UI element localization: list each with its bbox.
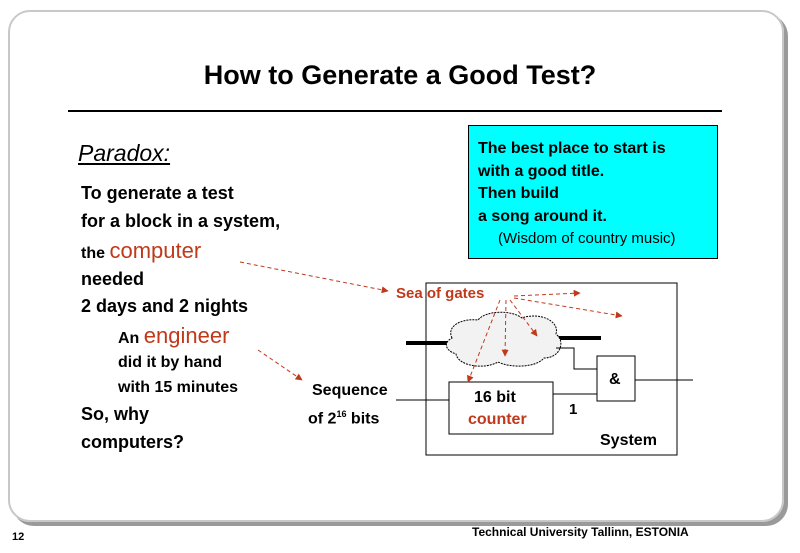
text-engineer: engineer xyxy=(143,323,230,348)
wire-cloud-to-and xyxy=(556,347,597,370)
arrow-computer-to-sea xyxy=(239,261,389,294)
arrow-engineer-to-sequence xyxy=(257,349,303,381)
label-sea-of-gates: Sea of gates xyxy=(396,285,485,302)
text-line-2: for a block in a system, xyxy=(81,211,281,231)
arrow-sea-to-counter xyxy=(467,299,501,383)
arrow-sea-to-cloud-b xyxy=(509,299,538,337)
counter-box xyxy=(448,381,554,435)
quote-box: The best place to start is with a good t… xyxy=(468,125,718,259)
label-sequence-suffix: bits xyxy=(346,410,380,428)
text-an: An xyxy=(118,330,144,347)
sea-of-gates-cloud xyxy=(446,311,562,367)
label-sequence-prefix: of 2 xyxy=(308,410,337,428)
quote-line-3: Then build xyxy=(478,185,559,202)
label-sequence: Sequence xyxy=(312,382,388,399)
label-and-gate: & xyxy=(609,371,621,388)
text-line-7: did it by hand xyxy=(118,354,222,371)
quote-line-1: The best place to start is xyxy=(478,140,666,157)
text-line-3: the computer xyxy=(81,238,201,264)
text-the: the xyxy=(81,245,110,262)
quote-line-2: with a good title. xyxy=(478,162,605,180)
quote-line-4: a song around it. xyxy=(478,207,607,225)
title-divider xyxy=(68,110,722,112)
arrow-sea-right-down xyxy=(513,297,623,319)
text-line-4: needed xyxy=(81,269,145,289)
text-line-10: computers? xyxy=(81,432,185,452)
text-computer: computer xyxy=(109,238,202,263)
text-line-8: with 15 minutes xyxy=(118,379,239,396)
paradox-heading: Paradox: xyxy=(78,140,171,166)
quote-attribution: (Wisdom of country music) xyxy=(498,230,676,247)
label-counter: counter xyxy=(468,411,527,428)
label-counter-bits: 16 bit xyxy=(474,389,516,406)
label-sequence-bits: of 216 bits xyxy=(308,409,379,428)
arrow-sea-right-up xyxy=(513,289,581,297)
page-number: 12 xyxy=(12,531,25,543)
footer-institution: Technical University Tallinn, ESTONIA xyxy=(472,525,689,539)
and-gate-box xyxy=(596,355,636,402)
text-line-6: An engineer xyxy=(118,323,229,349)
slide-title: How to Generate a Good Test? xyxy=(203,60,597,90)
slide-frame xyxy=(8,10,784,522)
label-one: 1 xyxy=(569,401,578,418)
label-sequence-exponent: 16 xyxy=(336,409,347,419)
label-system: System xyxy=(600,432,657,449)
text-line-9: So, why xyxy=(81,404,150,424)
text-line-1: To generate a test xyxy=(81,183,234,203)
system-box xyxy=(425,282,678,456)
arrow-sea-to-cloud-a xyxy=(501,299,509,357)
text-line-5: 2 days and 2 nights xyxy=(81,296,249,316)
